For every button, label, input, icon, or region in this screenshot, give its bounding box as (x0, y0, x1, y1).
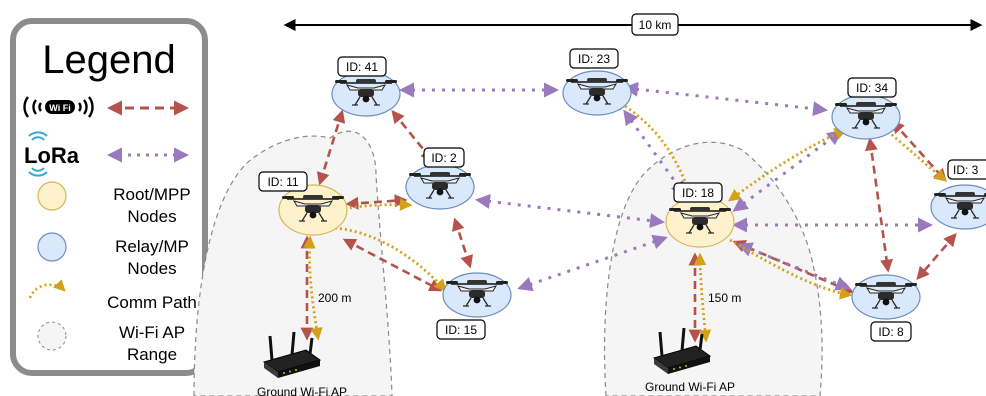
legend-relay-swatch (37, 232, 67, 262)
ap-distance-label-left: 200 m (318, 291, 351, 305)
lora-link-2-18 (475, 193, 665, 229)
node-3: ID: 3 (930, 159, 986, 230)
legend-root-label: Root/MPP Nodes (113, 185, 191, 226)
wifi-link-34-8 (864, 137, 894, 273)
node-2: ID: 2 (405, 147, 475, 210)
wifi-link-11-2 (345, 194, 408, 210)
legend-lora-icon: LoRa (24, 131, 80, 177)
node-2-label: ID: 2 (431, 151, 457, 165)
wifi-link-11-15 (342, 238, 443, 292)
legend-relay-label: Relay/MP Nodes (115, 237, 189, 278)
node-34-label: ID: 34 (856, 81, 888, 95)
node-15-label: ID: 15 (445, 323, 477, 337)
ap-label-left: Ground Wi-Fi AP (257, 385, 347, 396)
legend-comm-swatch (28, 279, 66, 299)
comm-path-11-15 (334, 226, 447, 292)
node-11-label: ID: 11 (267, 175, 298, 189)
scale-label-box (631, 13, 679, 36)
node-15: ID: 15 (436, 272, 512, 340)
wifi-link-2-15 (452, 217, 473, 269)
comm-path-18-23 (612, 98, 692, 196)
legend-range-label: Wi-Fi AP Range (118, 323, 186, 364)
node-23: ID: 23 (562, 48, 632, 116)
node-34: ID: 34 (831, 77, 901, 140)
node-8: ID: 8 (851, 274, 921, 342)
legend-wifi-icon: Wi Fi (23, 96, 94, 118)
legend-comm-label: Comm Path (107, 293, 197, 312)
svg-text:Wi Fi: Wi Fi (49, 103, 70, 113)
wifi-link-34-3 (891, 120, 947, 182)
lora-link-23-34 (623, 81, 828, 117)
ap-label-right: Ground Wi-Fi AP (645, 380, 735, 394)
node-41-label: ID: 41 (346, 60, 378, 74)
node-11: ID: 11 (258, 171, 348, 236)
comm-path-18-8 (729, 238, 853, 300)
wifi-range-right (603, 141, 823, 396)
comm-path-ap-18 (693, 252, 712, 343)
wifi-link-41-2 (391, 109, 434, 163)
legend-range-swatch (37, 321, 67, 351)
node-8-label: ID: 8 (878, 325, 904, 339)
legend-title: Legend (42, 38, 176, 82)
legend-root-swatch (37, 181, 67, 211)
svg-text:LoRa: LoRa (24, 143, 80, 168)
node-18-label: ID: 18 (682, 186, 714, 200)
node-41: ID: 41 (331, 56, 401, 117)
node-3-label: ID: 3 (953, 163, 979, 177)
comm-path-34-3 (879, 123, 947, 182)
lora-link-23-18 (623, 109, 686, 197)
comm-path-ap-11 (303, 235, 323, 341)
wifi-link-3-8 (916, 233, 957, 280)
ap-distance-label-right: 150 m (708, 291, 741, 305)
comm-path-18-34 (727, 128, 848, 202)
node-23-label: ID: 23 (578, 52, 610, 66)
scale-label: 10 km (639, 18, 672, 32)
node-18: ID: 18 (665, 182, 735, 248)
